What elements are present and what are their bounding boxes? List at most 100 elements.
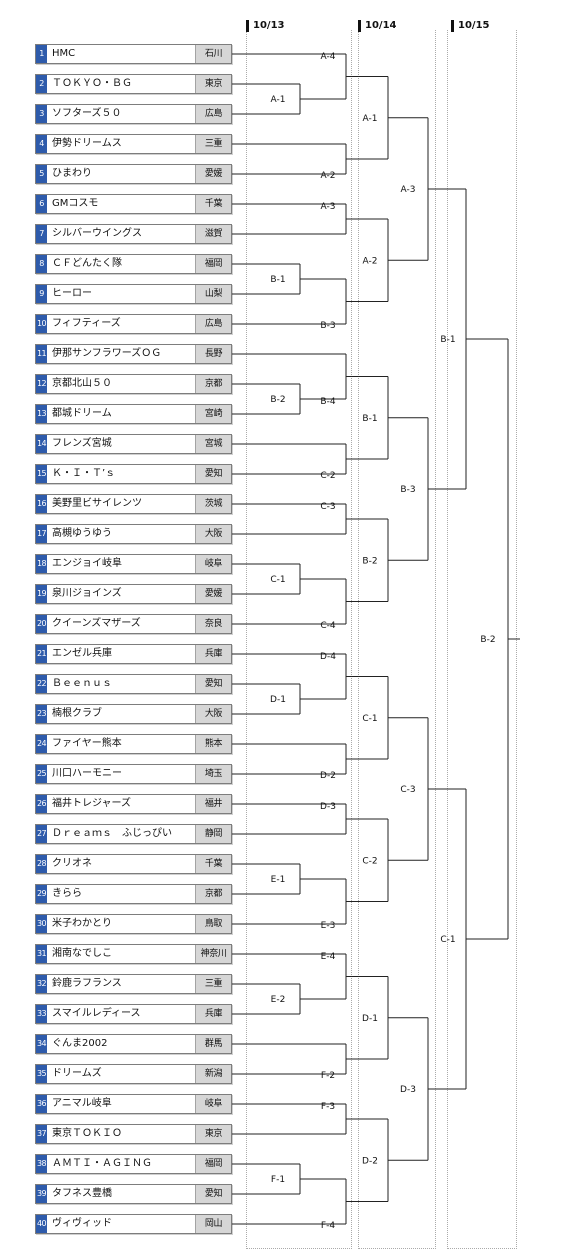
team-name: 高槻ゆうゆう [52, 528, 112, 539]
team-name: ぐんま2002 [52, 1038, 108, 1049]
team-name: クイーンズマザーズ [52, 618, 141, 629]
team-number: 27 [36, 825, 47, 843]
team-number: 39 [36, 1185, 47, 1203]
team-number: 37 [36, 1125, 47, 1143]
team-prefecture: 大阪 [195, 525, 231, 543]
team-prefecture: 愛知 [195, 675, 231, 693]
team-name: ＡＭＴＩ・ＡＧＩＮＧ [52, 1158, 152, 1169]
team-name: フィフティーズ [52, 318, 121, 329]
team-name: 伊那サンフラワーズＯＧ [52, 348, 162, 359]
team-prefecture: 奈良 [195, 615, 231, 633]
team-number: 21 [36, 645, 47, 663]
team-number: 3 [36, 105, 47, 123]
team-name: 泉川ジョインズ [52, 588, 122, 599]
team-number: 2 [36, 75, 47, 93]
match-label: E-2 [271, 995, 286, 1005]
match-label: E-1 [271, 875, 286, 885]
team-name: Ｋ・Ｉ・Ｔ’ｓ [52, 468, 116, 479]
match-label: B-3 [320, 321, 335, 331]
team-number: 18 [36, 555, 47, 573]
team-number: 8 [36, 255, 47, 273]
match-label: D-2 [320, 771, 336, 781]
match-label: A-3 [401, 185, 416, 195]
team-number: 25 [36, 765, 47, 783]
match-label: B-2 [270, 395, 285, 405]
team-number: 33 [36, 1005, 47, 1023]
team-number: 16 [36, 495, 47, 513]
match-label: C-3 [320, 502, 335, 512]
team-prefecture: 三重 [195, 135, 231, 153]
team-prefecture: 愛媛 [195, 585, 231, 603]
match-label: C-3 [400, 785, 415, 795]
team-prefecture: 福井 [195, 795, 231, 813]
team-prefecture: 福岡 [195, 255, 231, 273]
team-number: 29 [36, 885, 47, 903]
match-label: A-2 [321, 171, 336, 181]
match-label: D-1 [362, 1014, 378, 1024]
team-prefecture: 静岡 [195, 825, 231, 843]
team-prefecture: 石川 [195, 45, 231, 63]
team-prefecture: 東京 [195, 1125, 231, 1143]
team-name: クリオネ [52, 858, 92, 869]
team-number: 14 [36, 435, 47, 453]
team-name: ドリームズ [52, 1068, 102, 1079]
match-label: C-4 [320, 621, 336, 631]
team-name: エンジョイ岐阜 [52, 558, 122, 569]
team-number: 15 [36, 465, 47, 483]
team-number: 17 [36, 525, 47, 543]
match-label: B-4 [320, 397, 335, 407]
team-number: 26 [36, 795, 47, 813]
team-prefecture: 滋賀 [195, 225, 231, 243]
team-number: 28 [36, 855, 47, 873]
team-prefecture: 宮城 [195, 435, 231, 453]
team-name: ヴィヴィッド [52, 1218, 112, 1229]
team-row: 4 伊勢ドリームス 三重 [35, 134, 232, 154]
team-prefecture: 愛知 [195, 1185, 231, 1203]
team-number: 1 [36, 45, 47, 63]
team-number: 19 [36, 585, 47, 603]
team-number: 4 [36, 135, 47, 153]
team-prefecture: 茨城 [195, 495, 231, 513]
match-label: F-4 [321, 1221, 335, 1231]
match-label: B-2 [362, 556, 377, 566]
team-prefecture: 宮崎 [195, 405, 231, 423]
team-name: タフネス豊橋 [52, 1188, 112, 1199]
team-number: 12 [36, 375, 47, 393]
team-prefecture: 愛媛 [195, 165, 231, 183]
match-label: A-2 [363, 256, 378, 266]
team-number: 35 [36, 1065, 47, 1083]
team-prefecture: 兵庫 [195, 1005, 231, 1023]
team-prefecture: 新潟 [195, 1065, 231, 1083]
match-label: F-3 [321, 1102, 335, 1112]
team-name: 伊勢ドリームス [52, 138, 122, 149]
team-number: 36 [36, 1095, 47, 1113]
team-prefecture: 広島 [195, 105, 231, 123]
day-header-1013: 10/13 [246, 20, 284, 32]
team-number: 32 [36, 975, 47, 993]
team-prefecture: 群馬 [195, 1035, 231, 1053]
match-label: A-1 [271, 95, 286, 105]
team-prefecture: 鳥取 [195, 915, 231, 933]
match-label: A-3 [321, 202, 336, 212]
match-label: F-1 [271, 1175, 285, 1185]
team-prefecture: 神奈川 [195, 945, 231, 963]
day-header-1014: 10/14 [358, 20, 396, 32]
team-number: 24 [36, 735, 47, 753]
